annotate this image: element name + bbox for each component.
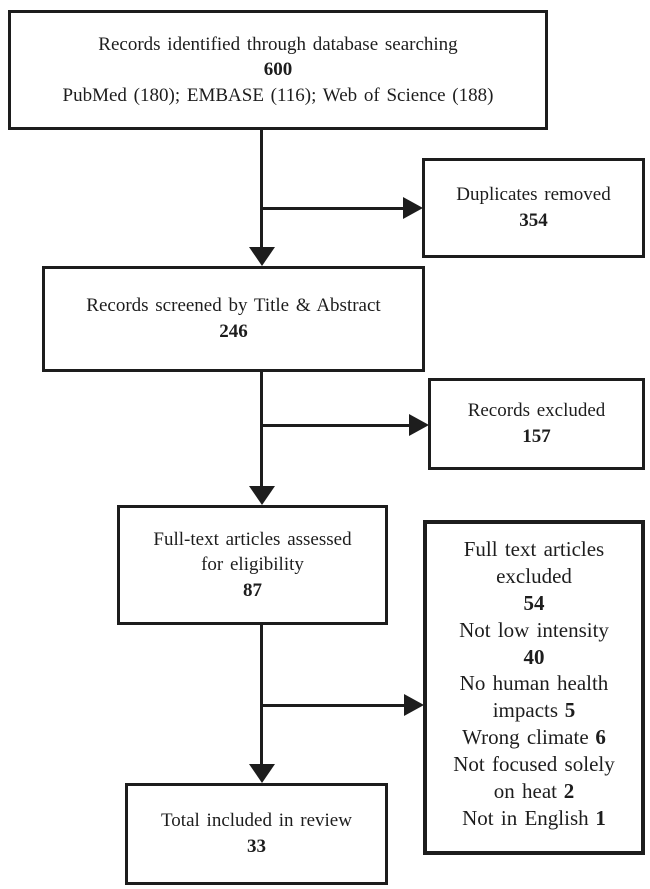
arrowhead-down-to-fulltext <box>249 486 275 505</box>
arrowhead-right-to-duplicates <box>403 197 423 219</box>
exclusion-reason-label: Not low intensity <box>459 617 609 642</box>
fulltext-assessed-count: 87 <box>243 579 262 601</box>
arrowhead-right-to-records-excluded <box>409 414 429 436</box>
exclusion-reason-value: 5 <box>564 698 576 723</box>
duplicates-removed-label: Duplicates removed <box>456 184 611 206</box>
exclusion-reason-value: 1 <box>595 805 606 830</box>
fulltext-excluded-title-line2: excluded <box>496 563 572 588</box>
records-identified-label: Records identified through database sear… <box>98 33 458 55</box>
exclusion-reason-label: Not focused solely <box>453 752 615 776</box>
exclusion-reason-label: Wrong climate <box>462 725 589 750</box>
box-fulltext-assessed: Full-text articles assessed for eligibil… <box>117 505 388 625</box>
total-included-label: Total included in review <box>161 810 352 832</box>
exclusion-reason-value: 6 <box>595 725 606 750</box>
box-fulltext-excluded: Full text articles excluded 54 Not low i… <box>423 520 645 855</box>
connector-fulltext-to-total <box>260 625 263 765</box>
box-duplicates-removed: Duplicates removed 354 <box>422 158 645 258</box>
exclusion-reason-label: impacts <box>492 698 559 723</box>
box-records-excluded: Records excluded 157 <box>428 378 645 470</box>
box-records-screened: Records screened by Title & Abstract 246 <box>42 266 425 372</box>
records-screened-count: 246 <box>219 321 248 342</box>
fulltext-assessed-label-line2: for eligibility <box>201 554 304 576</box>
records-excluded-count: 157 <box>522 426 551 447</box>
connector-branch-to-records-excluded <box>262 424 410 427</box>
connector-branch-to-duplicates <box>262 207 404 210</box>
exclusion-reason-value: 40 <box>523 644 545 669</box>
connector-identified-to-screened <box>260 130 263 248</box>
exclusion-reason-value: 2 <box>563 778 575 803</box>
duplicates-removed-count: 354 <box>519 210 548 231</box>
arrowhead-down-to-total <box>249 764 275 783</box>
records-identified-sources: PubMed (180); EMBASE (116); Web of Scien… <box>62 84 494 106</box>
exclusion-reason-label: on heat <box>493 778 557 803</box>
arrowhead-down-to-screened <box>249 247 275 266</box>
box-records-identified: Records identified through database sear… <box>8 10 548 130</box>
records-screened-label: Records screened by Title & Abstract <box>86 295 381 317</box>
fulltext-assessed-label-line1: Full-text articles assessed <box>153 528 352 550</box>
exclusion-reason-label: Not in English <box>462 805 589 830</box>
exclusion-reason-label: No human health <box>459 671 609 696</box>
fulltext-excluded-title-line1: Full text articles <box>463 537 605 561</box>
total-included-count: 33 <box>247 836 266 857</box>
connector-screened-to-fulltext <box>260 372 263 487</box>
box-total-included: Total included in review 33 <box>125 783 388 885</box>
arrowhead-right-to-fulltext-excluded <box>404 694 424 716</box>
fulltext-excluded-count: 54 <box>523 590 545 615</box>
records-identified-count: 600 <box>263 59 293 81</box>
connector-branch-to-fulltext-excluded <box>262 704 405 707</box>
records-excluded-label: Records excluded <box>467 400 606 422</box>
